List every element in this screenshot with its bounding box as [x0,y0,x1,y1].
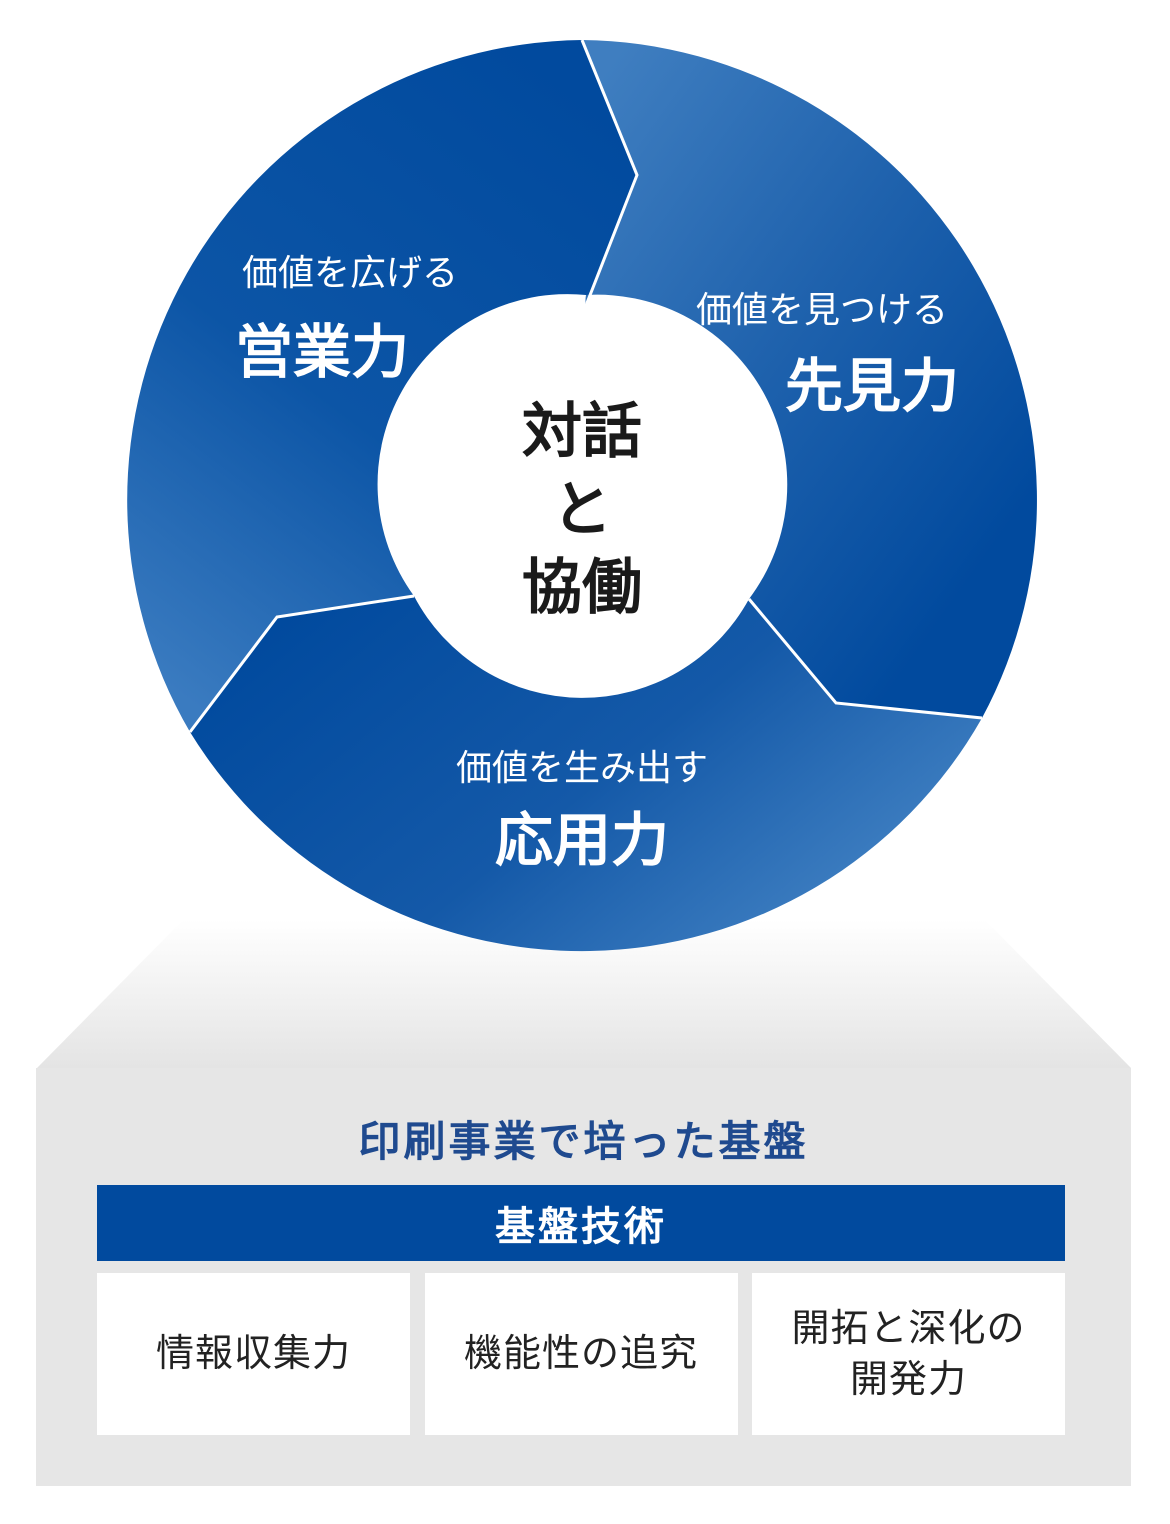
platform-shadow [37,920,1131,1068]
sales-title: 営業力 [235,318,409,386]
card-functionality-pursuit: 機能性の追究 [424,1273,738,1435]
card-label: 機能性の追究 [463,1331,698,1376]
segment-sales [127,40,638,732]
segment-foresight [582,40,1037,718]
sales-subtitle: 価値を広げる [242,253,458,294]
foresight-subtitle: 価値を見つける [696,290,948,331]
center-line-1: 対話 [522,397,642,467]
card-development-capability: 開拓と深化の 開発力 [752,1273,1065,1435]
application-title: 応用力 [495,806,669,874]
center-circle [392,310,772,690]
foresight-title: 先見力 [785,352,959,420]
card-information-gathering: 情報収集力 [97,1273,410,1435]
separator-left [188,594,415,733]
foundation-tech-bar: 基盤技術 [97,1185,1065,1261]
card-label: 情報収集力 [155,1331,351,1376]
separator-top [580,39,639,309]
separator-right [747,598,983,720]
card-label: 開拓と深化の 開発力 [791,1305,1026,1401]
segment-application [190,596,982,952]
foundation-cards: 情報収集力 機能性の追究 開拓と深化の 開発力 [97,1273,1065,1435]
center-line-2: と [552,475,612,545]
foundation-title: 印刷事業で培った基盤 [358,1117,809,1166]
application-subtitle: 価値を生み出す [456,748,708,789]
center-line-3: 協働 [522,553,642,623]
